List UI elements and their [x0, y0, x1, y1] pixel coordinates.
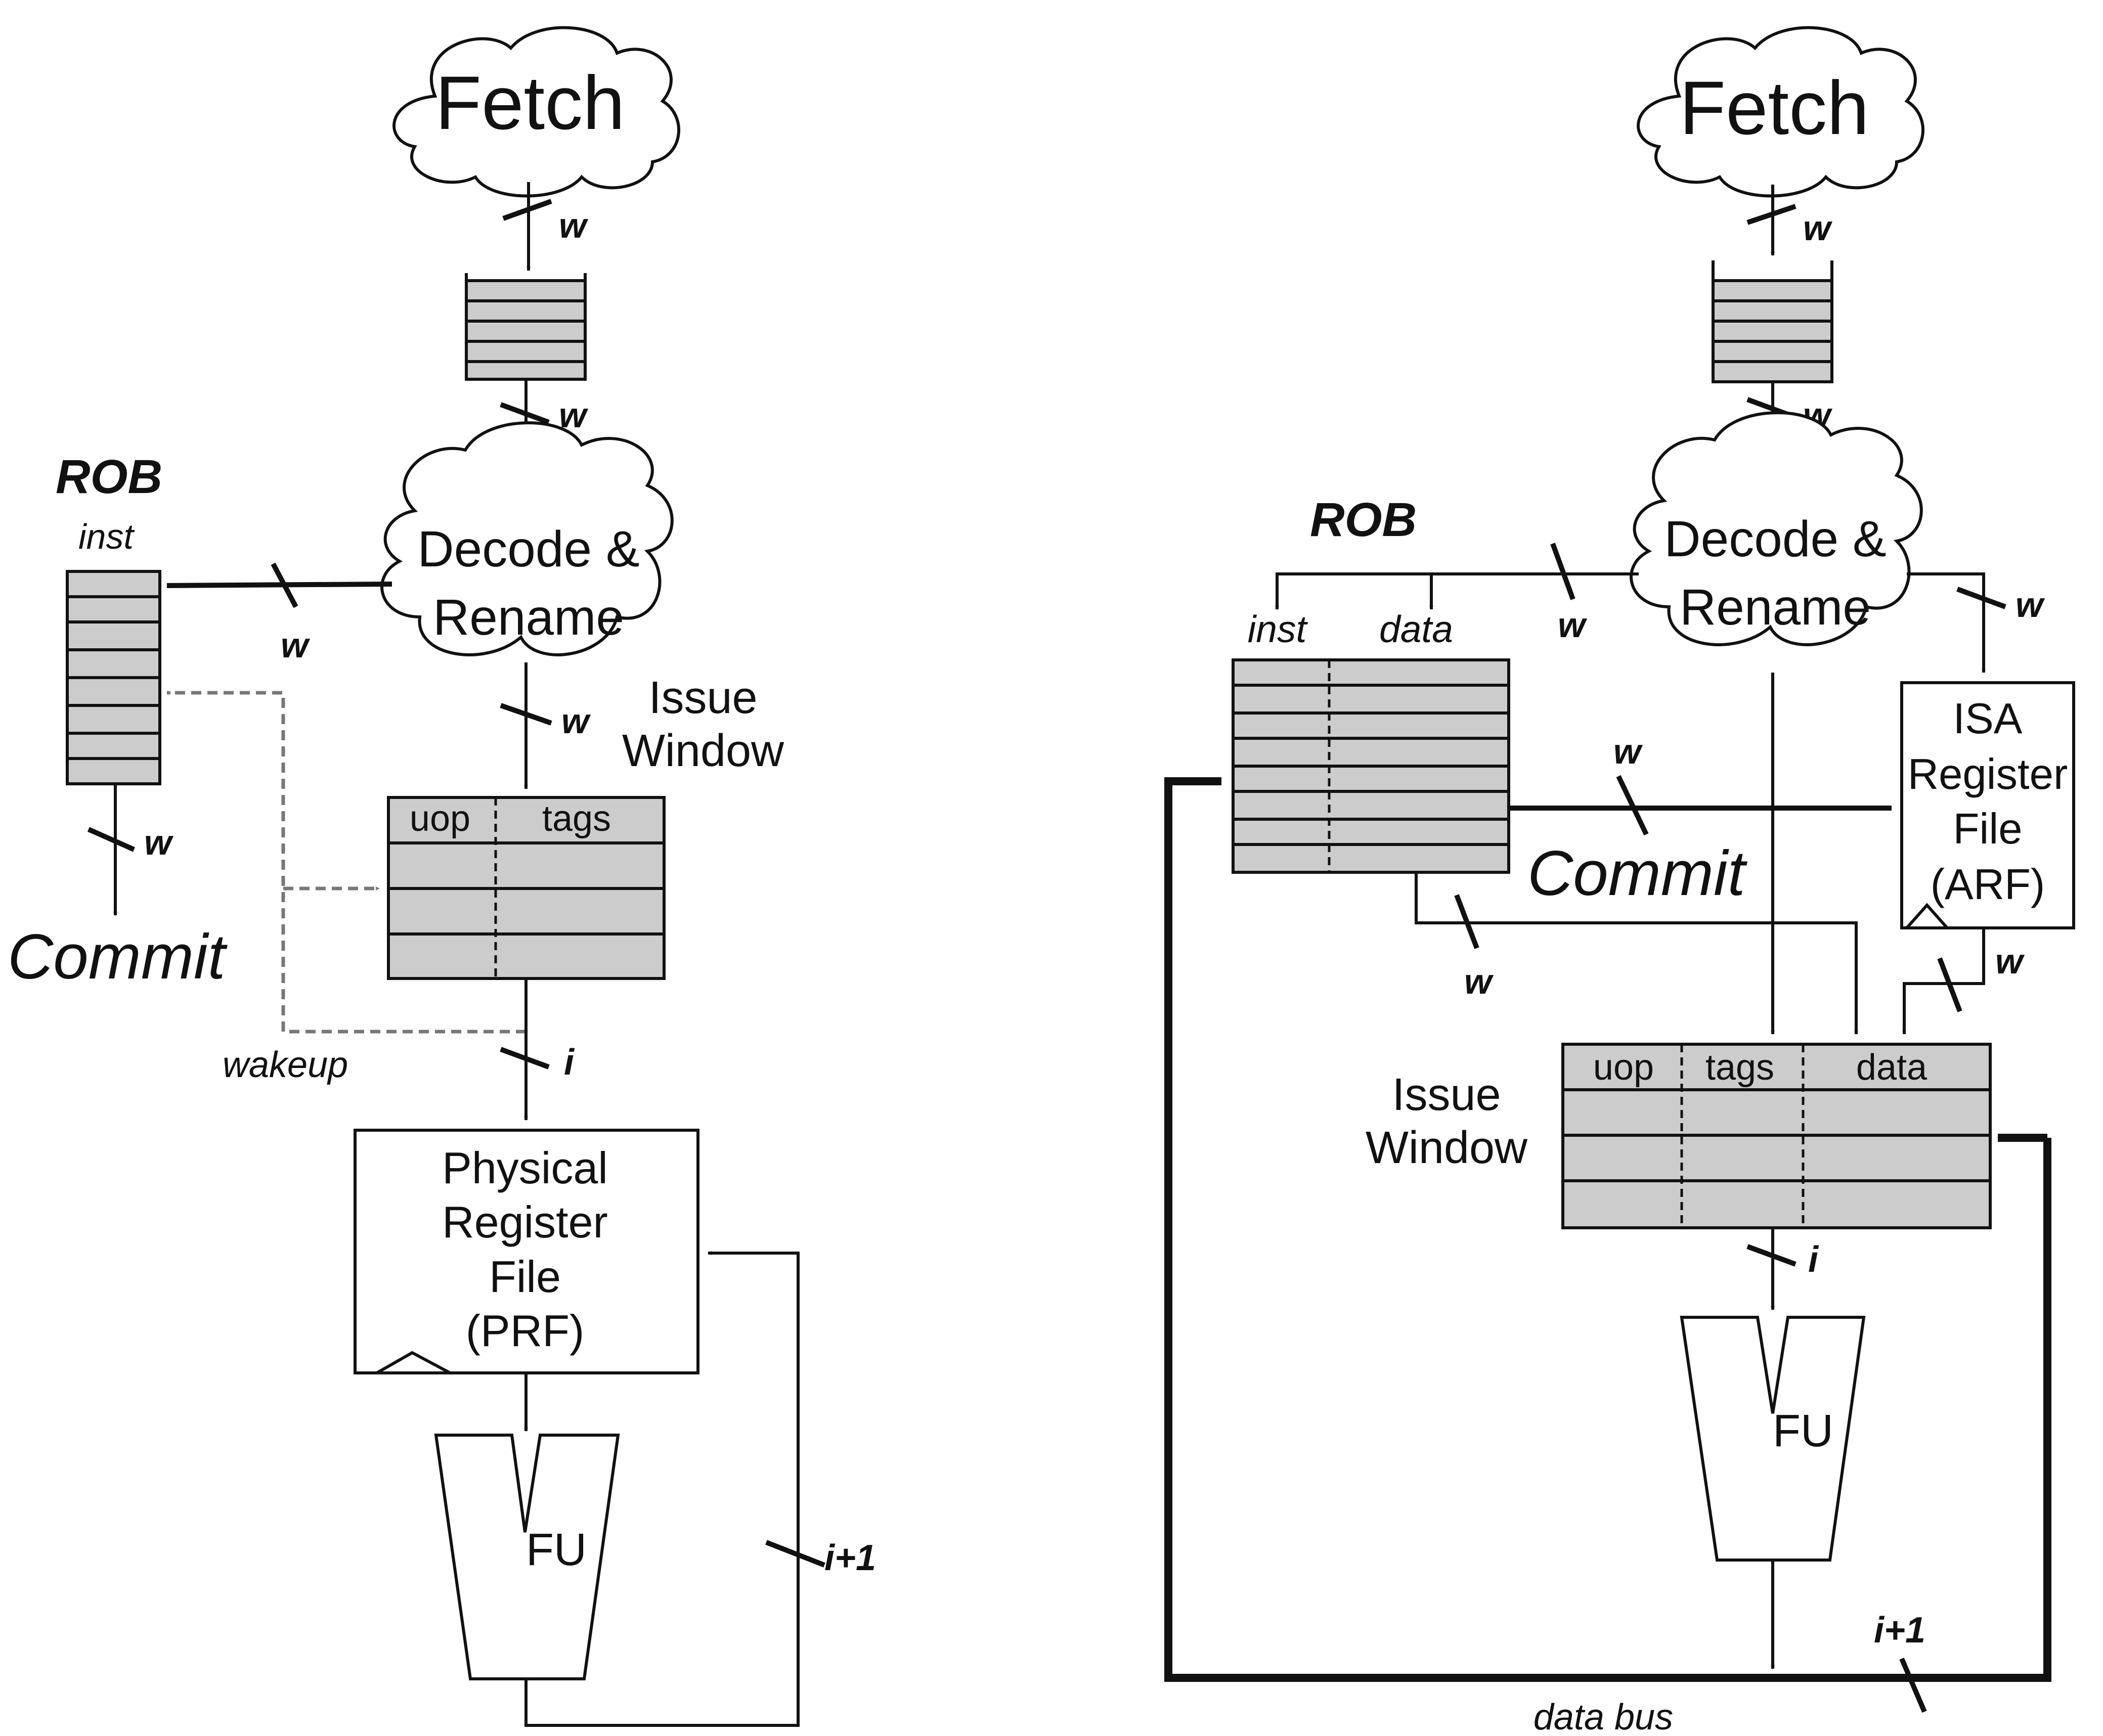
left-width-tick [502, 199, 552, 221]
right-arf-label-2: Register [1908, 750, 2068, 798]
right-issue-window-label-1: Issue [1392, 1070, 1501, 1120]
right-bus-width-label: i+1 [1874, 1610, 1925, 1651]
left-prf-label-1: Physical [442, 1143, 608, 1193]
right-fetch-cloud: Fetch [1637, 26, 1924, 198]
right-dispatch-to-rob-inst-arrow [1275, 572, 1639, 610]
right-issue-tick [1746, 1244, 1797, 1267]
left-issue-window: uop tags [387, 796, 666, 980]
right-arf-label-1: ISA [1953, 695, 2022, 743]
right-width-label-7: w [1995, 942, 2025, 981]
right-width-tick [1746, 204, 1797, 225]
right-arf-label-4: (ARF) [1931, 861, 2045, 909]
right-width-tick [1454, 894, 1479, 949]
left-fetch-label: Fetch [435, 60, 625, 145]
left-decode-label-1: Decode & [417, 521, 639, 577]
right-dispatch-to-arf-arrow [1907, 572, 1986, 673]
right-arf-label-3: File [1953, 805, 2023, 853]
left-fetch-cloud: Fetch [392, 26, 680, 198]
right-bus-tick [1899, 1658, 1927, 1713]
left-commit-label: Commit [8, 922, 228, 992]
right-width-tick [1956, 587, 2006, 609]
left-rob [66, 570, 161, 785]
right-issue-window: uop tags data [1561, 1043, 1992, 1229]
left-fetch-buffer [465, 273, 587, 381]
left-writeback-arrow [524, 1251, 800, 1727]
left-width-label-5: w [561, 701, 591, 741]
right-iw-col-tags: tags [1705, 1047, 1774, 1088]
right-data-bus-label: data bus [1534, 1697, 1673, 1736]
left-iw-col-uop: uop [410, 798, 470, 839]
right-issue-width-label: i [1808, 1239, 1819, 1280]
right-rob-data-to-iw-arrow [1415, 872, 1858, 1035]
right-fetch-label: Fetch [1679, 65, 1869, 150]
right-pipeline: Fetch w w Decode & Rename ROB [1164, 26, 2075, 1736]
right-width-label-6: w [1464, 962, 1494, 1001]
left-width-tick [500, 703, 552, 726]
left-writeback-width-label: i+1 [824, 1538, 876, 1578]
right-fu-label: FU [1773, 1406, 1833, 1456]
right-rob-column-data: data [1379, 608, 1453, 650]
right-width-tick [1937, 957, 1962, 1012]
left-rob-column-inst: inst [78, 517, 135, 556]
right-fetch-buffer [1712, 260, 1833, 383]
right-arf-to-iw-arrow [1902, 928, 1985, 1035]
left-width-tick [271, 562, 298, 608]
left-rob-title: ROB [56, 450, 162, 504]
left-prf-label-4: (PRF) [466, 1306, 585, 1356]
left-issue-width-label: i [564, 1042, 575, 1083]
right-isa-register-file: ISA Register File (ARF) [1900, 681, 2075, 929]
left-wakeup-label: wakeup [223, 1045, 348, 1085]
right-decode-cloud: Decode & Rename [1630, 411, 1923, 646]
right-rob-title: ROB [1310, 493, 1417, 547]
left-issue-tick [500, 1047, 550, 1070]
right-issue-window-label-2: Window [1366, 1123, 1528, 1173]
right-functional-unit: FU [1680, 1316, 1866, 1562]
right-rob [1232, 658, 1510, 874]
left-prf-label-3: File [489, 1252, 561, 1302]
left-dispatch-to-rob-arrow [166, 582, 392, 588]
left-width-label-4: w [144, 823, 174, 862]
left-width-label-3: w [281, 626, 311, 665]
right-width-tick [1616, 775, 1649, 836]
right-iw-col-data: data [1856, 1047, 1927, 1088]
left-width-tick [500, 402, 550, 425]
left-issue-window-label-1: Issue [648, 673, 757, 723]
left-width-tick [87, 827, 136, 852]
left-pipeline: Fetch w w Decode & Rename ROB inst [8, 26, 876, 1727]
right-decode-label-1: Decode & [1664, 511, 1886, 567]
left-prf-label-2: Register [442, 1197, 608, 1247]
left-functional-unit: FU [434, 1434, 620, 1680]
left-decode-cloud: Decode & Rename [380, 421, 674, 656]
left-wakeup-to-rob-arrow [166, 691, 526, 1034]
right-width-tick [1550, 543, 1575, 600]
right-decode-label-2: Rename [1680, 579, 1871, 636]
right-width-label-5: w [1613, 732, 1643, 771]
right-width-label-1: w [1803, 208, 1833, 248]
right-iw-col-uop: uop [1593, 1047, 1654, 1088]
left-issue-window-label-2: Window [622, 726, 784, 776]
left-writeback-tick [765, 1540, 825, 1568]
right-commit-label: Commit [1527, 838, 1748, 909]
left-physical-register-file: Physical Register File (PRF) [354, 1129, 699, 1374]
right-width-label-4: w [2016, 585, 2045, 625]
right-rob-column-inst: inst [1248, 608, 1308, 650]
left-iw-col-tags: tags [542, 798, 611, 839]
right-width-label-3: w [1558, 605, 1588, 645]
left-fu-label: FU [526, 1525, 587, 1575]
right-data-bus-to-rob-arrow [1164, 777, 2051, 1682]
left-width-label-1: w [559, 206, 589, 245]
left-decode-label-2: Rename [433, 589, 624, 646]
